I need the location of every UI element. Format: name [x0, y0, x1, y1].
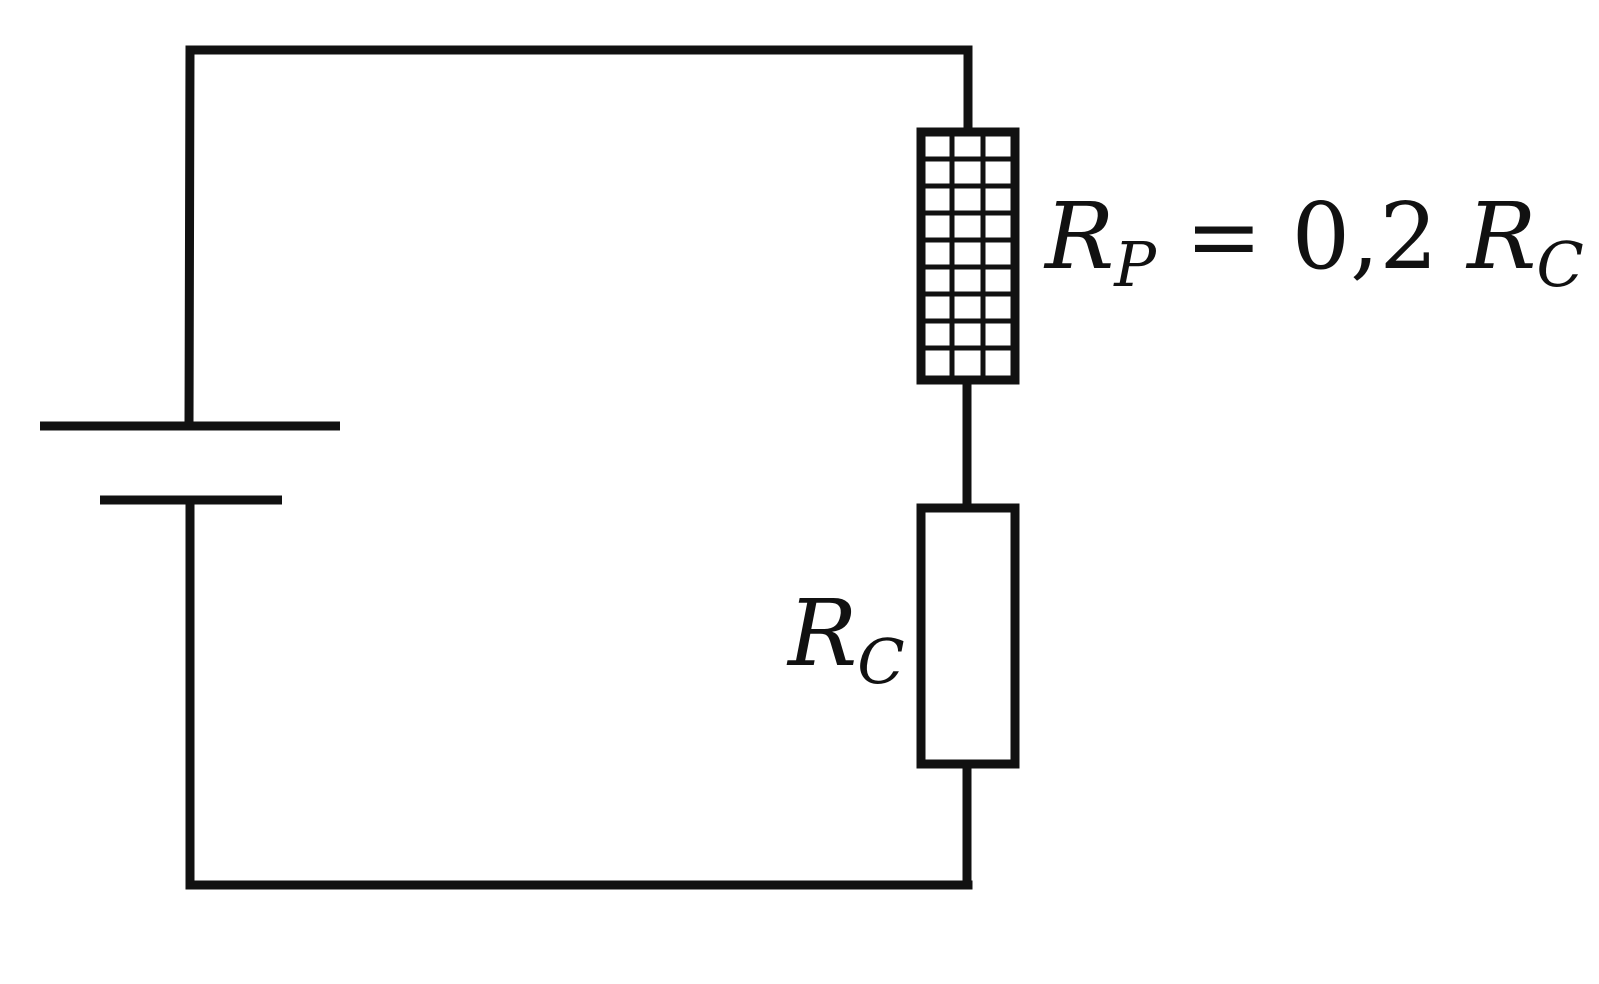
rp-symbol: R	[1043, 183, 1114, 290]
wire-left-upper	[184, 45, 195, 429]
rc-symbol: R	[786, 580, 857, 687]
label-rp-equation: RP = 0,2 RC	[1043, 183, 1584, 301]
label-rc: RC	[786, 580, 905, 698]
rc-subscript: C	[857, 625, 904, 698]
resistor-rc	[916, 503, 1020, 769]
rp-relation: = 0,2	[1156, 183, 1467, 290]
resistor-rc-body	[916, 503, 1020, 769]
rp-subscript: P	[1113, 228, 1157, 301]
battery	[40, 421, 340, 505]
wires	[184, 45, 973, 890]
rp-rhs-symbol: R	[1465, 183, 1536, 290]
rheostat-resistor	[916, 127, 1020, 385]
rp-rhs-subscript: C	[1536, 228, 1583, 301]
rheostat-grid	[923, 134, 1013, 378]
rheostat-body	[916, 127, 1020, 385]
